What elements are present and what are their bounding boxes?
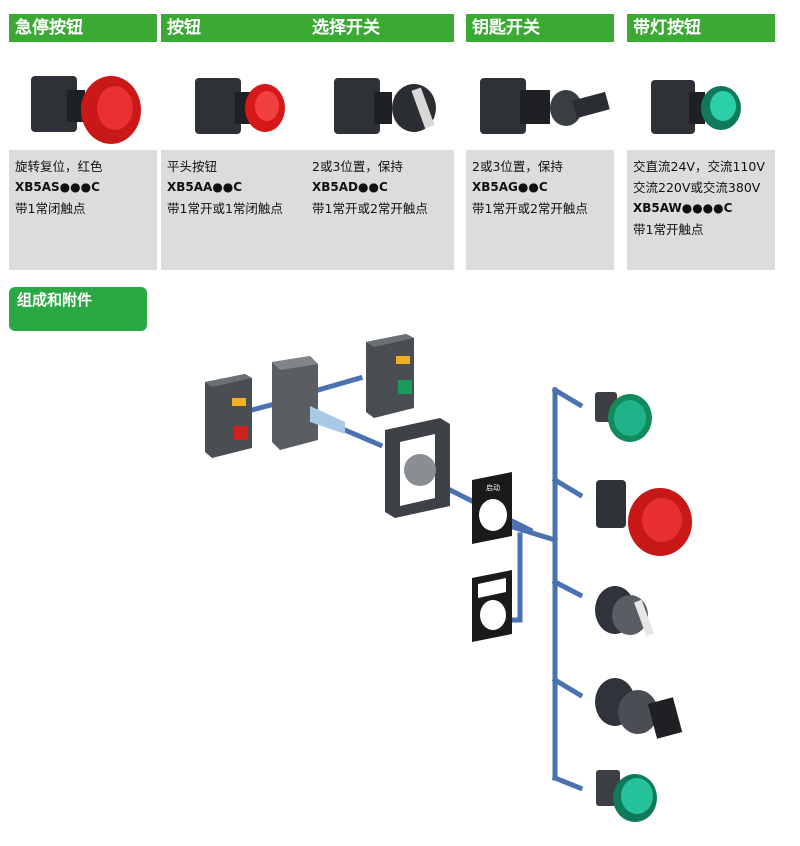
product-code: XB5AA●●C (167, 180, 243, 194)
product-description-line: 交流220V或交流380V (633, 180, 761, 195)
product-column: 急停按钮旋转复位，红色 XB5AS●●●C 带1常闭触点 (9, 14, 157, 270)
key-head-icon (595, 678, 683, 739)
section-title-text: 组成和附件 (17, 291, 93, 309)
mushroom-head-icon (596, 480, 692, 556)
product-code: XB5AW●●●●C (633, 201, 733, 215)
legend-plate-icon: 启动 (472, 472, 512, 544)
product-description-line: 带1常开触点 (633, 222, 704, 237)
product-code: XB5AS●●●C (15, 180, 100, 194)
flush-push-button-icon (161, 42, 309, 148)
selector-switch-icon (306, 42, 454, 148)
fixing-collar-icon (385, 418, 450, 518)
product-description-line: 带1常闭触点 (15, 201, 86, 216)
product-column: 带灯按钮交直流24V，交流110V 交流220V或交流380V XB5AW●●●●C… (627, 14, 775, 270)
product-code: XB5AD●●C (312, 180, 388, 194)
product-code: XB5AG●●C (472, 180, 548, 194)
green-push-button-head-icon (595, 392, 652, 442)
product-column-title: 急停按钮 (9, 14, 157, 42)
product-description-line: 平头按钮 (167, 159, 218, 174)
product-column: 按钮平头按钮 XB5AA●●C 带1常开或1常闭触点 (161, 14, 309, 270)
product-description: 交直流24V，交流110V 交流220V或交流380V XB5AW●●●●C 带1常开… (627, 150, 775, 270)
illuminated-push-button-icon (627, 42, 775, 148)
components-diagram: 启动 (205, 334, 692, 822)
product-column-title: 带灯按钮 (627, 14, 775, 42)
product-description: 2或3位置，保持 XB5AD●●C 带1常开或2常开触点 (306, 150, 454, 270)
selector-head-icon (595, 586, 654, 637)
product-column-title: 钥匙开关 (466, 14, 614, 42)
product-description-line: 带1常开或1常闭触点 (167, 201, 283, 216)
section-title: 组成和附件 (9, 287, 147, 331)
key-switch-icon (466, 42, 614, 148)
product-description-line: 带1常开或2常开触点 (472, 201, 588, 216)
product-column-title: 按钮 (161, 14, 309, 42)
product-description-line: 交直流24V，交流110V (633, 159, 765, 174)
product-description-line: 2或3位置，保持 (312, 159, 403, 174)
product-description: 平头按钮 XB5AA●●C 带1常开或1常闭触点 (161, 150, 309, 270)
legend-holder-icon (472, 570, 512, 642)
product-column-title: 选择开关 (306, 14, 454, 42)
product-description: 2或3位置，保持 XB5AG●●C 带1常开或2常开触点 (466, 150, 614, 270)
contact-block-no-icon (366, 334, 414, 418)
product-column: 选择开关 2或3位置，保持 XB5AD●●C 带1常开或2常开触点 (306, 14, 454, 270)
product-column: 钥匙开关 2或3位置，保持 XB5AG●●C 带1常开或2常开触点 (466, 14, 614, 270)
legend-plate-text: 启动 (486, 483, 500, 492)
contact-block-nc-icon (205, 374, 252, 458)
contact-mounting-body-icon (272, 356, 345, 450)
product-description-line: 带1常开或2常开触点 (312, 201, 428, 216)
illuminated-head-icon (596, 770, 657, 822)
emergency-stop-button-icon (9, 42, 157, 148)
product-description-line: 旋转复位，红色 (15, 159, 103, 174)
product-description-line: 2或3位置，保持 (472, 159, 563, 174)
product-description: 旋转复位，红色 XB5AS●●●C 带1常闭触点 (9, 150, 157, 270)
